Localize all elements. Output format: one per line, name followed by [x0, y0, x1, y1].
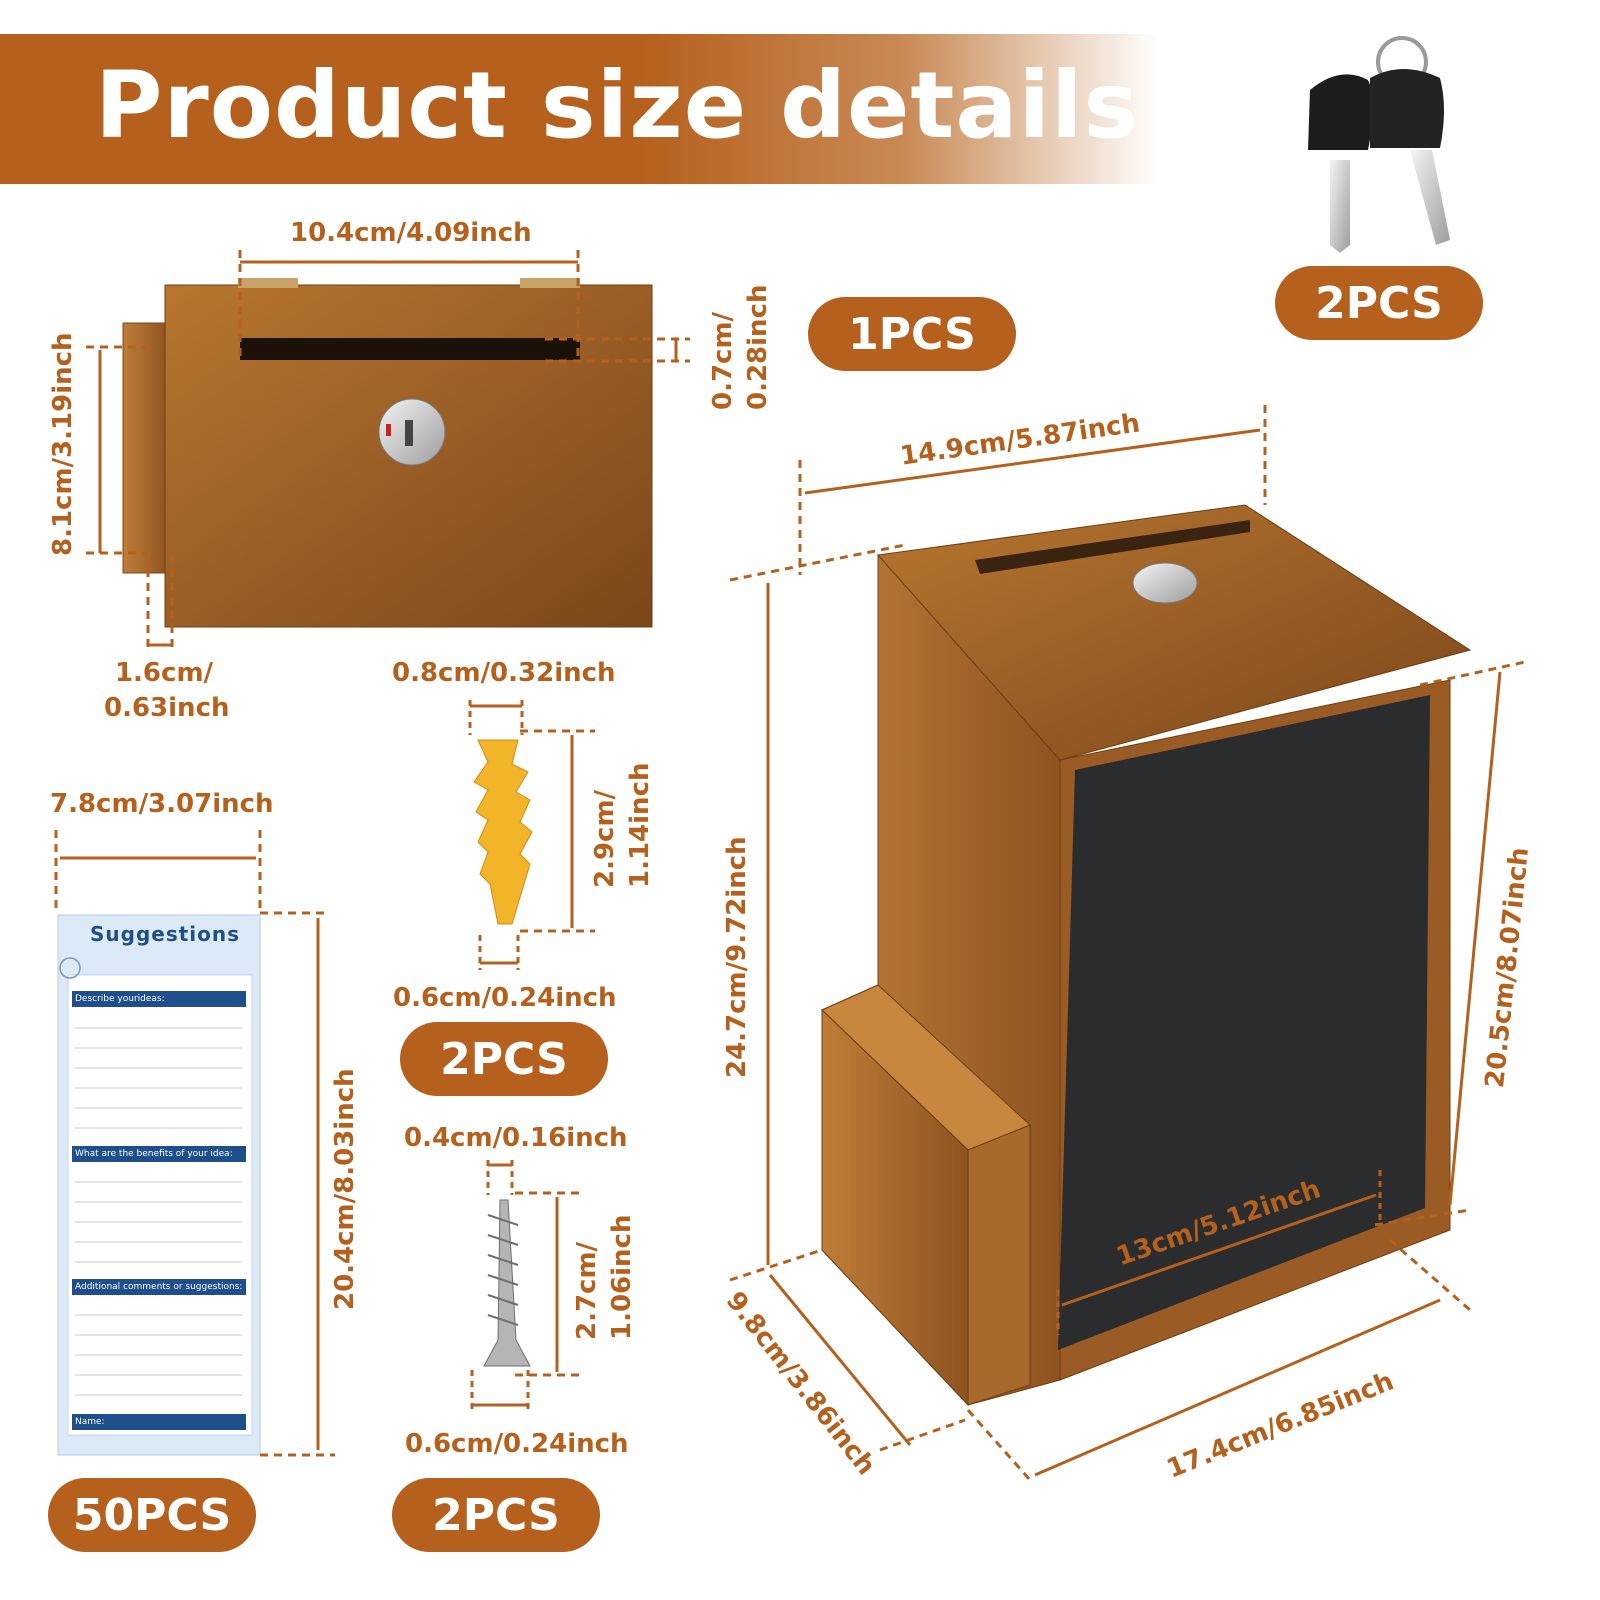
anchor-tip-label: 0.6cm/0.24inch [393, 983, 617, 1013]
card-section-benefits: What are the benefits of your idea: [75, 1149, 233, 1159]
slot-height-line2: 0.28inch [743, 284, 774, 411]
screw-width-label: 0.4cm/0.16inch [404, 1123, 628, 1153]
page-title: Product size details [95, 52, 1140, 159]
card-section-name: Name: [75, 1417, 105, 1427]
box-count-badge: 1PCS [808, 297, 1016, 371]
screw-head-label: 0.6cm/0.24inch [405, 1429, 629, 1459]
suggestion-card-illustration [57, 914, 261, 1456]
card-title: Suggestions [90, 922, 241, 946]
keys-count-badge: 2PCS [1275, 266, 1483, 340]
screw-length-line2: 1.06inch [607, 1214, 638, 1341]
screw-illustration [483, 1199, 531, 1367]
card-height-label: 20.4cm/8.03inch [330, 1068, 360, 1310]
lid-thickness-line2: 0.63inch [104, 693, 230, 724]
card-width-label: 7.8cm/3.07inch [50, 789, 274, 819]
anchor-length-line1: 2.9cm/ [590, 789, 620, 888]
lid-depth-label: 8.1cm/3.19inch [48, 332, 78, 556]
anchor-length-line2: 1.14inch [625, 762, 656, 889]
suggestion-box-illustration [821, 504, 1472, 1407]
card-section-comments: Additional comments or suggestions: [75, 1282, 243, 1292]
anchors-count-badge: 2PCS [400, 1022, 608, 1096]
anchor-length-label: 2.9cm/ 1.14inch [588, 763, 658, 889]
slot-height-line1: 0.7cm/ [708, 311, 738, 410]
lid-thickness-line1: 1.6cm/ [114, 658, 214, 688]
screws-count-badge: 2PCS [392, 1478, 600, 1552]
lid-illustration [122, 278, 653, 628]
dimension-lines [54, 250, 1526, 1481]
screw-length-label: 2.7cm/ 1.06inch [570, 1215, 640, 1341]
slot-width-label: 10.4cm/4.09inch [290, 218, 532, 248]
keys-illustration [1308, 36, 1450, 253]
cards-count-badge: 50PCS [48, 1478, 256, 1552]
slot-height-label: 0.7cm/ 0.28inch [706, 285, 776, 411]
anchor-width-label: 0.8cm/0.32inch [392, 658, 616, 688]
lid-thickness-label: 1.6cm/ 0.63inch [104, 656, 230, 726]
card-section-ideas: Describe yourideas: [75, 994, 165, 1004]
box-height-label: 24.7cm/9.72inch [722, 836, 752, 1078]
screw-length-line1: 2.7cm/ [572, 1241, 602, 1340]
title-banner [0, 34, 1160, 184]
wall-anchor-illustration [473, 739, 533, 925]
